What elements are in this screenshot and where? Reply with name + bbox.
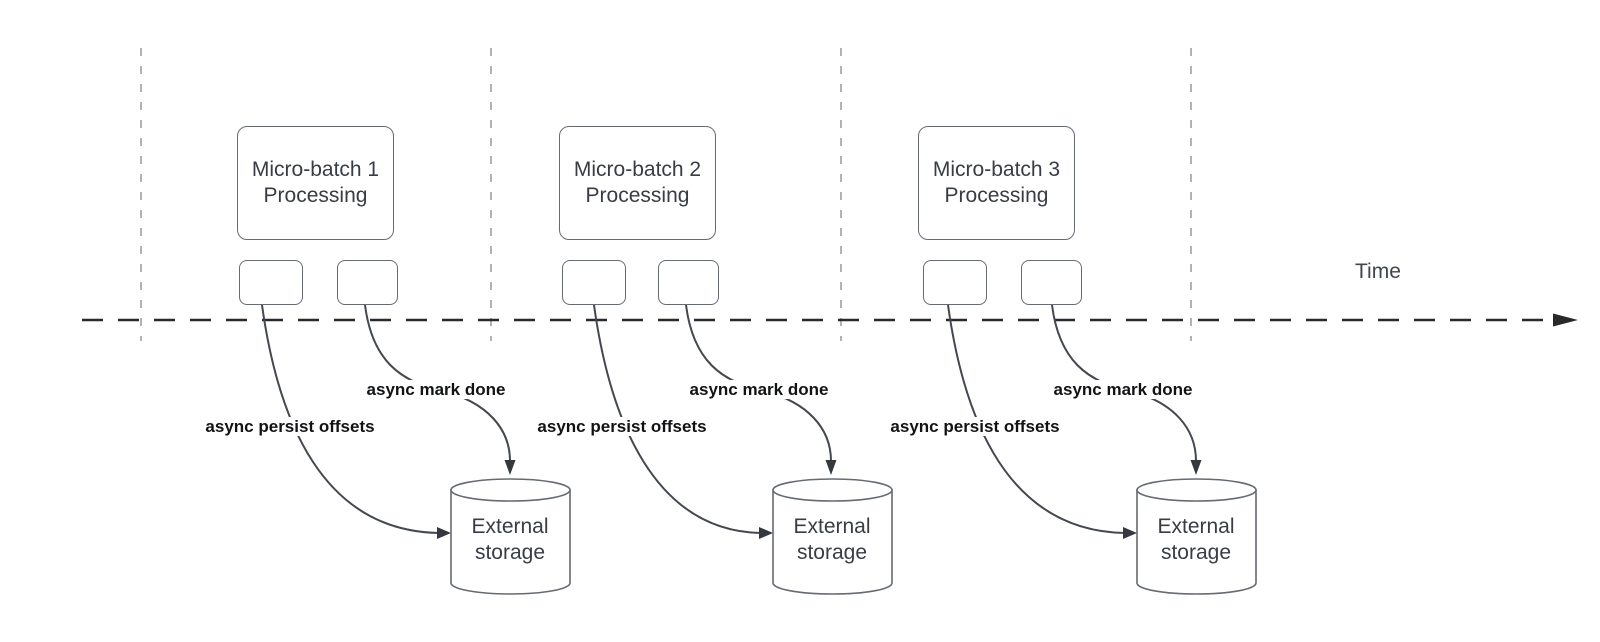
- external-storage-label-2: External storage: [793, 514, 870, 566]
- cylinder-body-3: [1136, 489, 1257, 595]
- time-axis-label: Time: [1355, 260, 1401, 283]
- task-node-1-left: [239, 260, 303, 305]
- persist-offsets-arrowhead-3: [1123, 527, 1137, 539]
- mark-done-label-1: async mark done: [364, 380, 508, 399]
- external-storage-label-2-line1: External: [793, 515, 871, 538]
- mark-done-label-2: async mark done: [687, 380, 831, 399]
- persist-offsets-label-2: async persist offsets: [535, 417, 709, 436]
- micro-batch-2-title-line1: Micro-batch 2: [573, 158, 702, 181]
- cylinder-top-2: [772, 478, 893, 502]
- micro-batch-2-box: Micro-batch 2 Processing: [559, 126, 716, 240]
- persist-offsets-arrowhead-1: [437, 527, 451, 539]
- persist-offsets-curve-3: [947, 304, 1126, 534]
- cylinder-top-1: [450, 478, 571, 502]
- cylinder-body-1: [450, 489, 571, 595]
- mark-done-arrowhead-3: [1190, 460, 1202, 475]
- external-storage-label-3: External storage: [1157, 514, 1234, 566]
- task-node-2-right: [658, 260, 719, 305]
- persist-offsets-arrowhead-2: [759, 527, 773, 539]
- mark-done-arrowhead-2: [825, 460, 837, 475]
- micro-batch-1-title-line1: Micro-batch 1: [251, 158, 380, 181]
- cylinder-top-3: [1136, 478, 1257, 502]
- task-node-2-left: [562, 260, 626, 305]
- external-storage-label-2-line2: storage: [796, 541, 868, 564]
- persist-offsets-curve-1: [261, 304, 440, 534]
- external-storage-cylinder-1: [450, 478, 571, 595]
- external-storage-cylinder-2: [772, 478, 893, 595]
- external-storage-cylinder-3: [1136, 478, 1257, 595]
- timeline-arrowhead-icon: [1553, 313, 1578, 327]
- external-storage-label-1-line1: External: [471, 515, 549, 538]
- external-storage-label-1-line2: storage: [474, 541, 546, 564]
- external-storage-label-3-line1: External: [1157, 515, 1235, 538]
- task-node-3-left: [923, 260, 987, 305]
- task-node-1-right: [337, 260, 398, 305]
- micro-batch-1-title-line2: Processing: [263, 184, 368, 207]
- micro-batch-3-title-line2: Processing: [944, 184, 1049, 207]
- persist-offsets-curve-2: [593, 304, 762, 534]
- micro-batch-3-box: Micro-batch 3 Processing: [918, 126, 1075, 240]
- cylinder-body-2: [772, 489, 893, 595]
- task-node-3-right: [1021, 260, 1082, 305]
- persist-offsets-label-3: async persist offsets: [888, 417, 1062, 436]
- external-storage-label-3-line2: storage: [1160, 541, 1232, 564]
- micro-batch-1-box: Micro-batch 1 Processing: [237, 126, 394, 240]
- persist-offsets-label-1: async persist offsets: [203, 417, 377, 436]
- micro-batch-3-title-line1: Micro-batch 3: [932, 158, 1061, 181]
- external-storage-label-1: External storage: [471, 514, 548, 566]
- mark-done-arrowhead-1: [504, 460, 516, 475]
- micro-batch-2-title-line2: Processing: [585, 184, 690, 207]
- mark-done-label-3: async mark done: [1051, 380, 1195, 399]
